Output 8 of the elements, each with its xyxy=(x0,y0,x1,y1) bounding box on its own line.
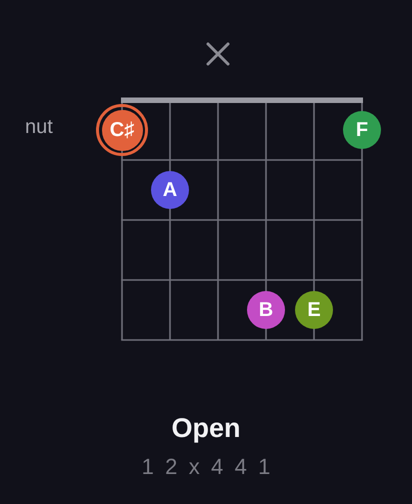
note-dot: B xyxy=(247,291,285,329)
note-dot: A xyxy=(151,171,189,209)
note-dot: F xyxy=(343,111,381,149)
chord-name: Open xyxy=(172,415,240,442)
nut-label: nut xyxy=(25,117,53,137)
note-dot: E xyxy=(295,291,333,329)
fingering-text: 1 2 x 4 4 1 xyxy=(140,456,273,478)
root-note-dot: C♯ xyxy=(96,104,148,156)
